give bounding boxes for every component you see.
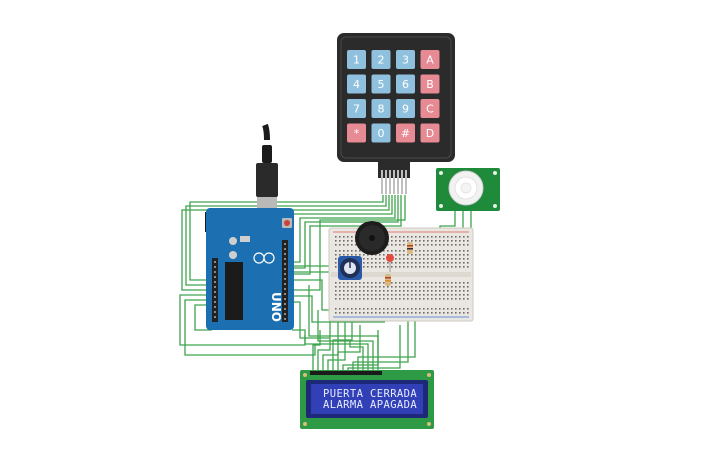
keypad-key-4: 4 [347,74,366,94]
keypad-key-label: 9 [402,103,409,116]
keypad-4x4: 1 2 3 A 4 5 6 B 7 8 9 C * 0 # D [337,33,455,162]
keypad-key-label: 5 [378,78,385,91]
keypad-key-0: 0 [371,123,391,143]
lcd-line-2: ALARMA APAGADA [323,399,417,411]
keypad-key-9: 9 [396,99,415,118]
piezo-buzzer [355,221,389,255]
pir-motion-sensor [436,168,500,211]
keypad-key-6: 6 [396,74,415,94]
keypad-key-3: 3 [396,50,415,69]
keypad-key-a: A [420,50,440,69]
breadboard-holes [335,236,469,314]
keypad-key-hash: # [396,123,415,143]
keypad-key-1: 1 [347,50,366,69]
keypad-key-label: A [426,54,434,67]
keypad-ribbon-connector [378,160,410,194]
red-led [386,254,394,272]
lcd-16x2-display: PUERTA CERRADA ALARMA APAGADA [300,370,434,429]
keypad-key-label: 6 [402,78,409,91]
resistor-2 [385,274,391,286]
keypad-key-label: 2 [378,54,385,67]
keypad-key-label: 8 [378,103,385,116]
keypad-key-star: * [347,123,366,143]
keypad-key-label: D [426,127,434,140]
keypad-key-label: B [426,78,434,91]
keypad-key-7: 7 [347,99,366,118]
resistor-1 [407,242,413,254]
lcd-line-1: PUERTA CERRADA [323,388,417,400]
keypad-key-label: 4 [353,78,360,91]
keypad-key-label: * [354,127,360,140]
keypad-key-label: 7 [353,103,360,116]
keypad-key-8: 8 [371,99,391,118]
keypad-key-label: # [401,127,410,140]
keypad-key-b: B [420,74,440,94]
arduino-uno-label: UNO [269,292,283,322]
arduino-logo [253,252,275,264]
keypad-key-5: 5 [371,74,391,94]
arduino-uno-board: UNO [205,123,294,330]
keypad-key-d: D [420,123,440,143]
usb-plug [262,145,272,163]
keypad-key-label: 1 [353,54,360,67]
keypad-key-2: 2 [371,50,391,69]
potentiometer [338,256,362,280]
keypad-key-label: 0 [378,127,385,140]
keypad-key-label: 3 [402,54,409,67]
keypad-key-label: C [426,103,434,116]
keypad-key-c: C [420,99,440,118]
